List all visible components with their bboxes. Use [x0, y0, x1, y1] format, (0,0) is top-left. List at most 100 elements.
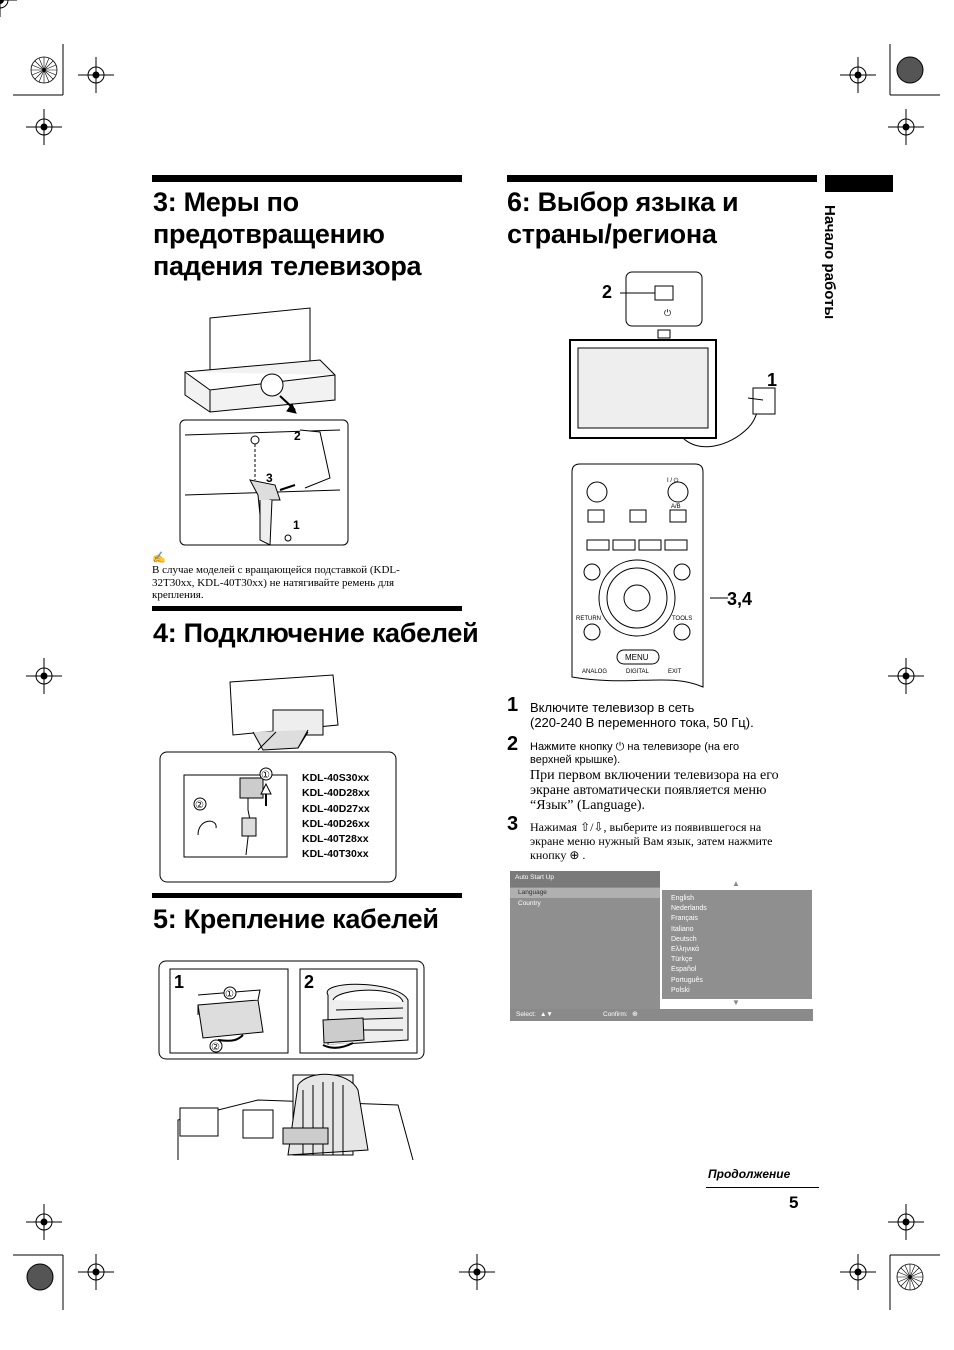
section3-note: В случае моделей с вращающейся подставко…: [152, 564, 457, 602]
remote-tools-label: TOOLS: [672, 616, 692, 622]
model-item: KDL-40D28xx: [302, 787, 370, 800]
remote-menu-label: MENU: [625, 653, 649, 662]
step-line: экране меню нужный Вам язык, затем нажми…: [530, 834, 773, 848]
page-number: 5: [789, 1193, 799, 1212]
osd-arrows-icon: ▲▼: [540, 1011, 553, 1018]
remote-return-label: RETURN: [576, 616, 601, 622]
tv-strap-illustration: 2 3 1: [179, 307, 349, 546]
osd-language-item: Italiano: [671, 925, 694, 933]
osd-language-item: Ελληνικά: [671, 946, 700, 954]
step-line: Нажмите кнопку ⏻ на телевизоре (на его: [530, 741, 740, 753]
model-list: KDL-40S30xx KDL-40D28xx KDL-40D27xx KDL-…: [302, 771, 370, 863]
strap-label-2: 2: [294, 429, 301, 443]
osd-up-arrow-icon: ▲: [732, 879, 740, 888]
section3-title-line: 3: Меры по: [153, 187, 299, 217]
remote-analog-label: ANALOG: [582, 669, 607, 675]
osd-footer: [510, 1009, 813, 1021]
clamp-callout-2: ②: [211, 1042, 220, 1053]
section6-title-line: страны/региона: [507, 219, 717, 249]
section6-title: 6: Выбор языка и страны/региона: [507, 186, 739, 250]
step-line: “Язык” (Language).: [530, 798, 646, 813]
section6-rule: [507, 175, 817, 182]
tv-power-illustration: ⏻ 2 1: [569, 271, 777, 448]
strap-label-1: 1: [293, 518, 300, 532]
osd-language-item: Polski: [671, 986, 690, 994]
remote-illustration: I / ⏻ A/B RETURN TOOLS MENU ANALOG DIGIT…: [571, 463, 752, 688]
osd-language-item: Português: [671, 976, 703, 984]
clamp-panel-label-2: 2: [304, 972, 314, 992]
remote-exit-label: EXIT: [668, 669, 682, 675]
step-2-text: Нажмите кнопку ⏻ на телевизоре (на его в…: [530, 741, 739, 767]
cable-callout-2: ②: [195, 800, 204, 811]
cable-connection-illustration: ② ①: [159, 674, 397, 883]
side-tab-bar: [825, 175, 893, 192]
strap-label-3: 3: [266, 471, 273, 485]
clamp-callout-1: ①: [225, 989, 234, 1000]
remote-ab-label: A/B: [671, 504, 681, 510]
note-line: крепления.: [152, 589, 204, 601]
section3-title-line: предотвращению: [153, 219, 385, 249]
step-line: Нажимая ⇧/⇩, выберите из появившегося на: [530, 820, 762, 834]
model-item: KDL-40T30xx: [302, 848, 369, 861]
osd-item: Country: [518, 900, 541, 907]
section5-rule: [152, 893, 462, 898]
note-line: 32T30xx, KDL-40T30xx) не натягивайте рем…: [152, 576, 395, 589]
footer-rule: [706, 1187, 819, 1188]
step-1-text: Включите телевизор в сеть (220-240 В пер…: [530, 700, 754, 730]
side-tab: Начало работы: [816, 205, 846, 345]
step-number: 1: [507, 694, 519, 716]
step-line: кнопку ⊕ .: [530, 848, 586, 862]
step-number: 3: [507, 813, 519, 835]
osd-footer-select: Select:: [516, 1011, 536, 1018]
section6-title-line: 6: Выбор языка и: [507, 187, 739, 217]
clamp-panel-label-1: 1: [174, 972, 184, 992]
section4-rule: [152, 606, 462, 611]
osd-menu: Auto Start Up Language Country Select: ▲…: [510, 871, 813, 1021]
osd-language-item: Français: [671, 915, 698, 923]
power-label-2: 2: [602, 282, 612, 302]
cable-callout-1: ①: [261, 770, 270, 781]
osd-language-item: Türkçe: [671, 956, 693, 964]
section3-title-line: падения телевизора: [153, 251, 422, 281]
step-line: экране автоматически появляется меню: [530, 783, 767, 798]
osd-down-arrow-icon: ▼: [732, 998, 740, 1007]
cable-clamp-illustration: 1 2 ① ②: [158, 960, 425, 1161]
remote-digital-label: DIGITAL: [626, 669, 650, 675]
remote-label-34: 3,4: [727, 589, 752, 609]
osd-item: Language: [518, 889, 547, 896]
osd-language-item: English: [671, 895, 694, 902]
osd-language-list: English Nederlands Français Italiano Deu…: [671, 894, 707, 996]
osd-footer-confirm: Confirm:: [603, 1011, 628, 1018]
step-line: (220-240 В переменного тока, 50 Гц).: [530, 715, 754, 730]
remote-power-label: I / ⏻: [667, 477, 679, 484]
model-item: KDL-40D26xx: [302, 817, 370, 830]
osd-header-text: Auto Start Up: [515, 874, 555, 881]
osd-language-panel: [662, 890, 812, 999]
step-line: Включите телевизор в сеть: [530, 700, 695, 715]
model-item: KDL-40S30xx: [302, 772, 370, 784]
side-tab-label: Начало работы: [821, 205, 838, 320]
section3-title: 3: Меры по предотвращению падения телеви…: [153, 186, 422, 282]
model-item: KDL-40T28xx: [302, 833, 369, 846]
step-2-extra: При первом включении телевизора на его э…: [530, 768, 779, 813]
section4-title: 4: Подключение кабелей: [153, 618, 479, 648]
step-line: верхней крышке).: [530, 754, 621, 766]
plug-label-1: 1: [767, 370, 777, 390]
osd-header: [510, 871, 660, 887]
model-item: KDL-40D27xx: [302, 802, 370, 815]
note-line: В случае моделей с вращающейся подставко…: [152, 564, 400, 576]
osd-enter-icon: ⊕: [632, 1011, 638, 1018]
section5-title: 5: Крепление кабелей: [153, 904, 439, 934]
step-line: При первом включении телевизора на его: [530, 768, 779, 783]
step-3-text: Нажимая ⇧/⇩, выберите из появившегося на…: [530, 820, 772, 862]
osd-language-item: Deutsch: [671, 935, 697, 943]
tv-power-symbol-icon: ⏻: [664, 308, 671, 318]
section3-rule: [152, 175, 462, 182]
osd-language-item: Nederlands: [671, 905, 707, 913]
step-number: 2: [507, 733, 519, 755]
osd-item-selected: [510, 888, 660, 898]
continued-label: Продолжение: [708, 1167, 791, 1181]
pencil-note-icon: ✍: [152, 552, 166, 564]
osd-language-item: Español: [671, 966, 697, 974]
